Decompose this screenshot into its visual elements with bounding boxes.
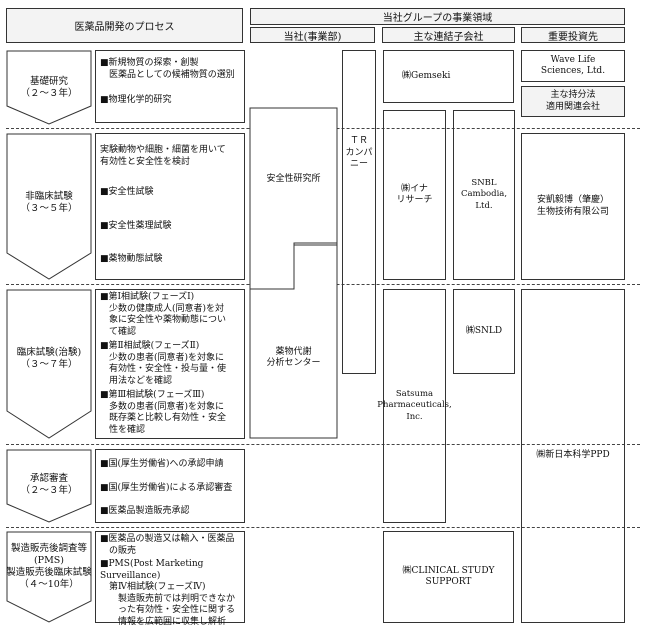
subsidiary-satsuma: Satsuma Pharmaceuticals, Inc. [377,289,452,523]
header-subsidiaries: 主な連結子会社 [382,27,515,43]
investment-anshi: 安凱毅博（肇慶） 生物技術有限公司 [521,133,625,280]
desc-item: ■新規物質の探索・創製 医薬品としての候補物質の選別 [100,58,235,80]
stage-arrow-shape [6,133,92,280]
desc-item: ■安全性薬理試験 [100,220,172,231]
subsidiary-clinical-study-support: ㈱CLINICAL STUDY SUPPORT [383,531,514,623]
company-safety-lab: 安全性研究所 [266,174,321,185]
stage-arrow-shape [6,449,92,523]
stage-arrow-shape [6,289,92,439]
stage-label: 製造販売後調査等 (PMS) 製造販売後臨床試験 （４～10年） [6,543,92,590]
desc-item: ■医薬品製造販売承認 [100,506,190,516]
subsidiary-snld: ㈱SNLD [453,289,515,374]
stage-pms: 製造販売後調査等 (PMS) 製造販売後臨床試験 （４～10年） [6,531,92,623]
stage-arrow-shape [6,531,92,623]
desc-item: ■第Ⅲ相試験(フェーズⅢ) 多数の患者(同意者)を対象に 既存薬と比較し有効性・… [100,390,227,435]
desc-nonclinical: 実験動物や細胞・細菌を用いて 有効性と安全性を検討 ■安全性試験 ■安全性薬理試… [95,133,245,280]
subsidiary-gemseki: ㈱Gemseki [383,50,514,103]
desc-approval: ■国(厚生労働省)への承認申請 ■国(厚生労働省)による承認審査 ■医薬品製造販… [95,449,245,523]
desc-item: ■医薬品の製造又は輸入・医薬品 の販売 [100,534,235,556]
header-process: 医薬品開発のプロセス [6,8,243,43]
desc-pms: ■医薬品の製造又は輸入・医薬品 の販売 ■PMS(Post Marketing … [95,531,245,627]
stage-clinical: 臨床試験(治験) （３～７年） [6,289,92,439]
header-group-domain: 当社グループの事業領域 [250,8,625,25]
stage-divider [6,128,640,129]
stage-divider [6,284,640,285]
stage-label: 非臨床試験 （３～５年） [20,191,78,214]
desc-item: ■PMS(Post Marketing Surveillance) 第Ⅳ相試験(… [100,559,236,627]
desc-item: ■国(厚生労働省)による承認審査 [100,482,233,493]
investment-wave-life: Wave Life Sciences, Ltd. [521,50,625,82]
stage-label: 基礎研究 （２～３年） [20,76,78,99]
company-tr-company: ＴＲ カンパ ニー [342,50,376,374]
header-company: 当社(事業部) [250,27,375,43]
stage-label: 承認審査 （２～３年） [20,473,78,496]
stage-basic-research: 基礎研究 （２～３年） [6,50,92,125]
subsidiary-snbl-cambodia: SNBL Cambodia, Ltd. [453,110,515,280]
desc-item: ■安全性試験 [100,187,154,197]
stage-approval: 承認審査 （２～３年） [6,449,92,523]
stage-label: 臨床試験(治験) （３～７年） [16,347,82,370]
header-investments: 重要投資先 [521,27,625,43]
stage-divider [6,444,640,445]
investment-equity-method-label: 主な持分法 適用関連会社 [521,86,625,117]
subsidiary-ina-research: ㈱イナ リサーチ [383,110,446,280]
desc-item: ■第Ⅰ相試験(フェーズⅠ) 少数の健康成人(同意者)を対 象に安全性や薬物動態に… [100,292,227,337]
desc-item: ■第Ⅱ相試験(フェーズⅡ) 少数の患者(同意者)を対象に 有効性・安全性・投与量… [100,341,227,386]
desc-item: ■物理化学的研究 [100,95,172,105]
desc-item: 実験動物や細胞・細菌を用いて 有効性と安全性を検討 [100,145,226,167]
company-pk-center: 薬物代謝 分析センター [266,346,321,369]
investment-shin-nihon-ppd: ㈱新日本科学PPD [521,289,625,623]
desc-basic-research: ■新規物質の探索・創製 医薬品としての候補物質の選別 ■物理化学的研究 [95,50,245,123]
stage-divider [6,527,640,528]
desc-item: ■薬物動態試験 [100,254,163,264]
desc-clinical: ■第Ⅰ相試験(フェーズⅠ) 少数の健康成人(同意者)を対 象に安全性や薬物動態に… [95,289,245,439]
stage-nonclinical: 非臨床試験 （３～５年） [6,133,92,280]
desc-item: ■国(厚生労働省)への承認申請 [100,459,224,469]
stage-arrow-shape [6,50,92,125]
